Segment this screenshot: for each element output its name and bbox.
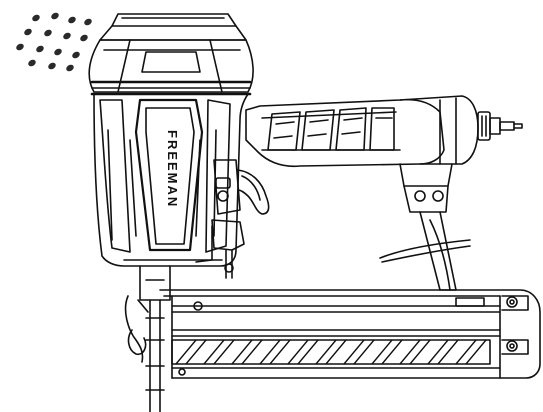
magazine: [159, 289, 541, 379]
magazine-arm: [379, 211, 471, 291]
handle: [245, 95, 479, 213]
top-cap: [99, 13, 247, 41]
brand-logo-text: FREEMAN: [165, 130, 180, 208]
brand-logo: FREEMAN: [165, 130, 180, 208]
flying-particles: [16, 12, 92, 72]
nose-housing: [124, 265, 171, 412]
air-inlet-fitting: [477, 111, 523, 141]
trigger-assembly: [195, 159, 270, 279]
